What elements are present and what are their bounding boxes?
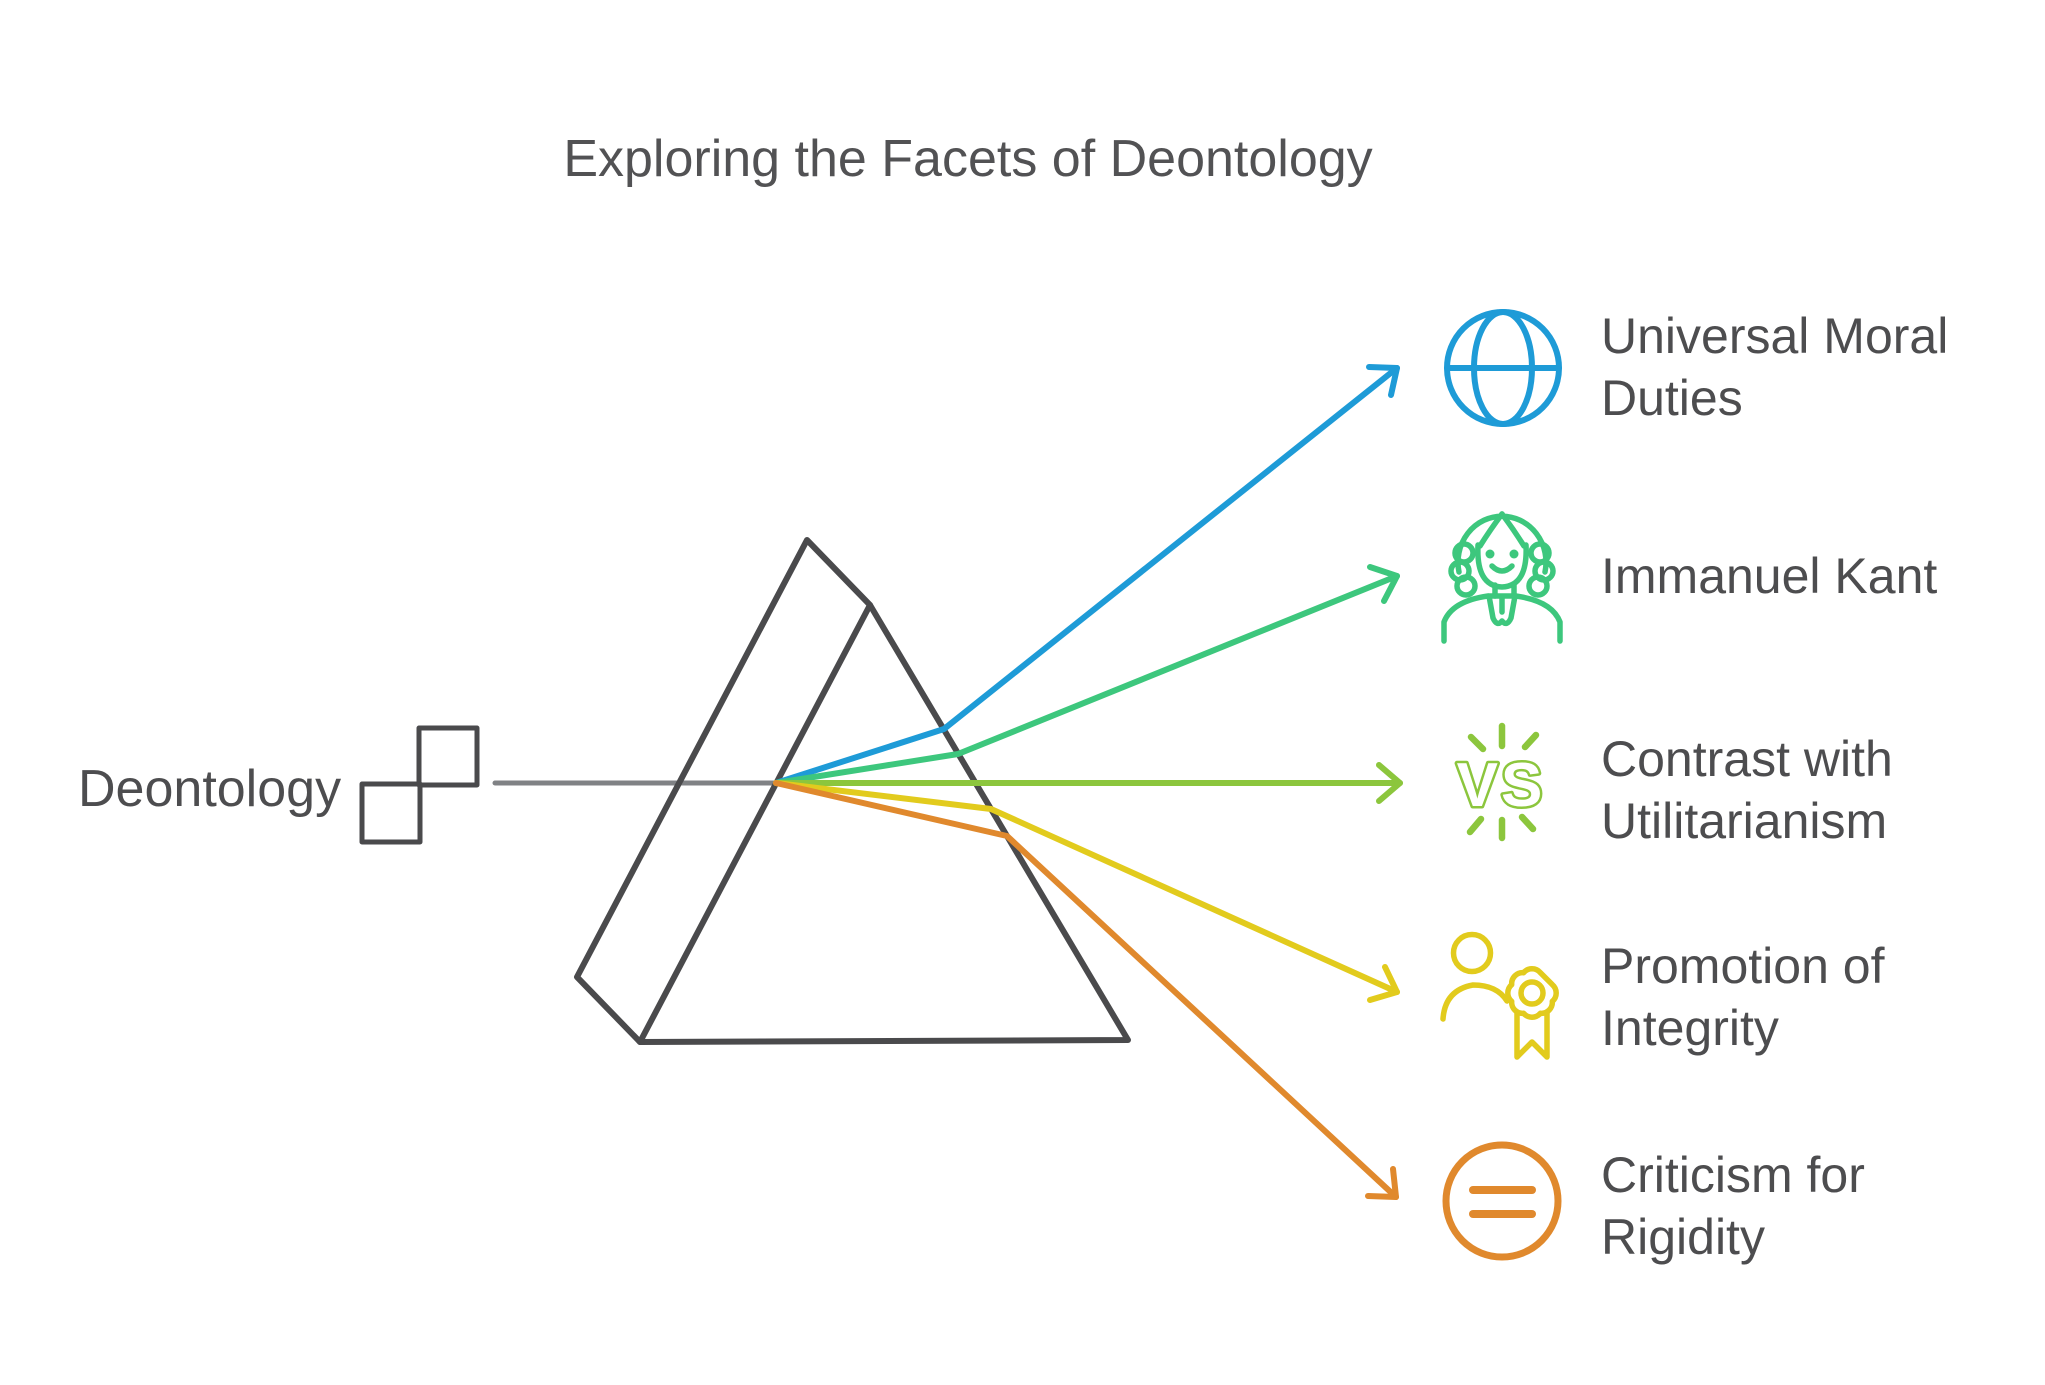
arrowhead xyxy=(1366,364,1400,398)
person-shoulders xyxy=(1440,982,1510,1022)
facet-label-line2: Integrity xyxy=(1601,1000,1779,1056)
globe-icon xyxy=(1444,309,1562,427)
ray-universal-moral-duties xyxy=(773,364,1400,786)
ray-line xyxy=(773,365,1400,786)
equals-circle xyxy=(1442,1141,1562,1261)
facet-label-line1: Universal Moral xyxy=(1601,308,1948,364)
judge-curl xyxy=(1526,574,1550,598)
vs-burst-rays xyxy=(1466,722,1540,842)
rosette-center xyxy=(1518,979,1546,1007)
judge-smile xyxy=(1489,563,1515,574)
judge-eye xyxy=(1509,549,1519,559)
judge-curl xyxy=(1528,541,1552,565)
judge-curl xyxy=(1454,574,1478,598)
square-top-right xyxy=(416,725,480,788)
ray-criticism-rigidity xyxy=(773,780,1399,1200)
rosette-badge xyxy=(1505,966,1559,1020)
judge-curl xyxy=(1452,541,1476,565)
squares-icon xyxy=(359,725,480,845)
person-head xyxy=(1450,931,1494,975)
prism-outline xyxy=(574,537,1131,1045)
facet-label-line1: Immanuel Kant xyxy=(1601,548,1937,604)
judge-hair-part-left xyxy=(1477,511,1505,549)
judge-eyes xyxy=(1485,549,1519,559)
judge-face xyxy=(1475,542,1529,590)
square-bottom-left xyxy=(359,781,423,845)
ray-line xyxy=(773,780,1400,995)
judge-eye xyxy=(1485,549,1495,559)
judge-icon xyxy=(1441,511,1563,644)
facet-label-line1: Criticism for xyxy=(1601,1147,1865,1203)
ray-immanuel-kant xyxy=(773,564,1400,786)
judge-shoulder-left xyxy=(1441,593,1491,644)
arrowhead xyxy=(1365,1166,1399,1200)
arrowhead xyxy=(1367,964,1400,1003)
facet-label-line2: Utilitarianism xyxy=(1601,793,1887,849)
equals-circle-icon xyxy=(1442,1141,1562,1261)
facet-label-line2: Rigidity xyxy=(1601,1209,1765,1265)
ray-promotion-integrity xyxy=(773,780,1400,1003)
page-title: Exploring the Facets of Deontology xyxy=(563,130,1372,188)
vs-ray xyxy=(1466,815,1485,836)
arrowhead xyxy=(1367,564,1400,604)
vs-ray xyxy=(1518,813,1537,833)
judge-jabot xyxy=(1486,593,1518,627)
arrowhead xyxy=(1376,762,1403,804)
facet-label-line2: Duties xyxy=(1601,370,1743,426)
facet-label-line1: Promotion of xyxy=(1601,938,1885,994)
judge-hair-part-right xyxy=(1499,511,1527,549)
ray-contrast-utilitarianism xyxy=(773,762,1403,804)
prism-front-edge xyxy=(637,602,873,1045)
person-award-icon xyxy=(1440,931,1559,1060)
ray-line xyxy=(773,780,1399,1200)
ray-line xyxy=(773,573,1400,786)
source-label: Deontology xyxy=(78,760,341,818)
facet-label-line1: Contrast with xyxy=(1601,731,1893,787)
judge-shoulder-right xyxy=(1513,593,1563,644)
vs-letters: VS xyxy=(1457,751,1546,820)
vs-ray xyxy=(1521,731,1540,751)
prism xyxy=(574,537,1131,1045)
vs-ray xyxy=(1467,733,1487,753)
person-part xyxy=(1440,931,1559,1060)
vs-icon: VS xyxy=(1454,722,1546,842)
